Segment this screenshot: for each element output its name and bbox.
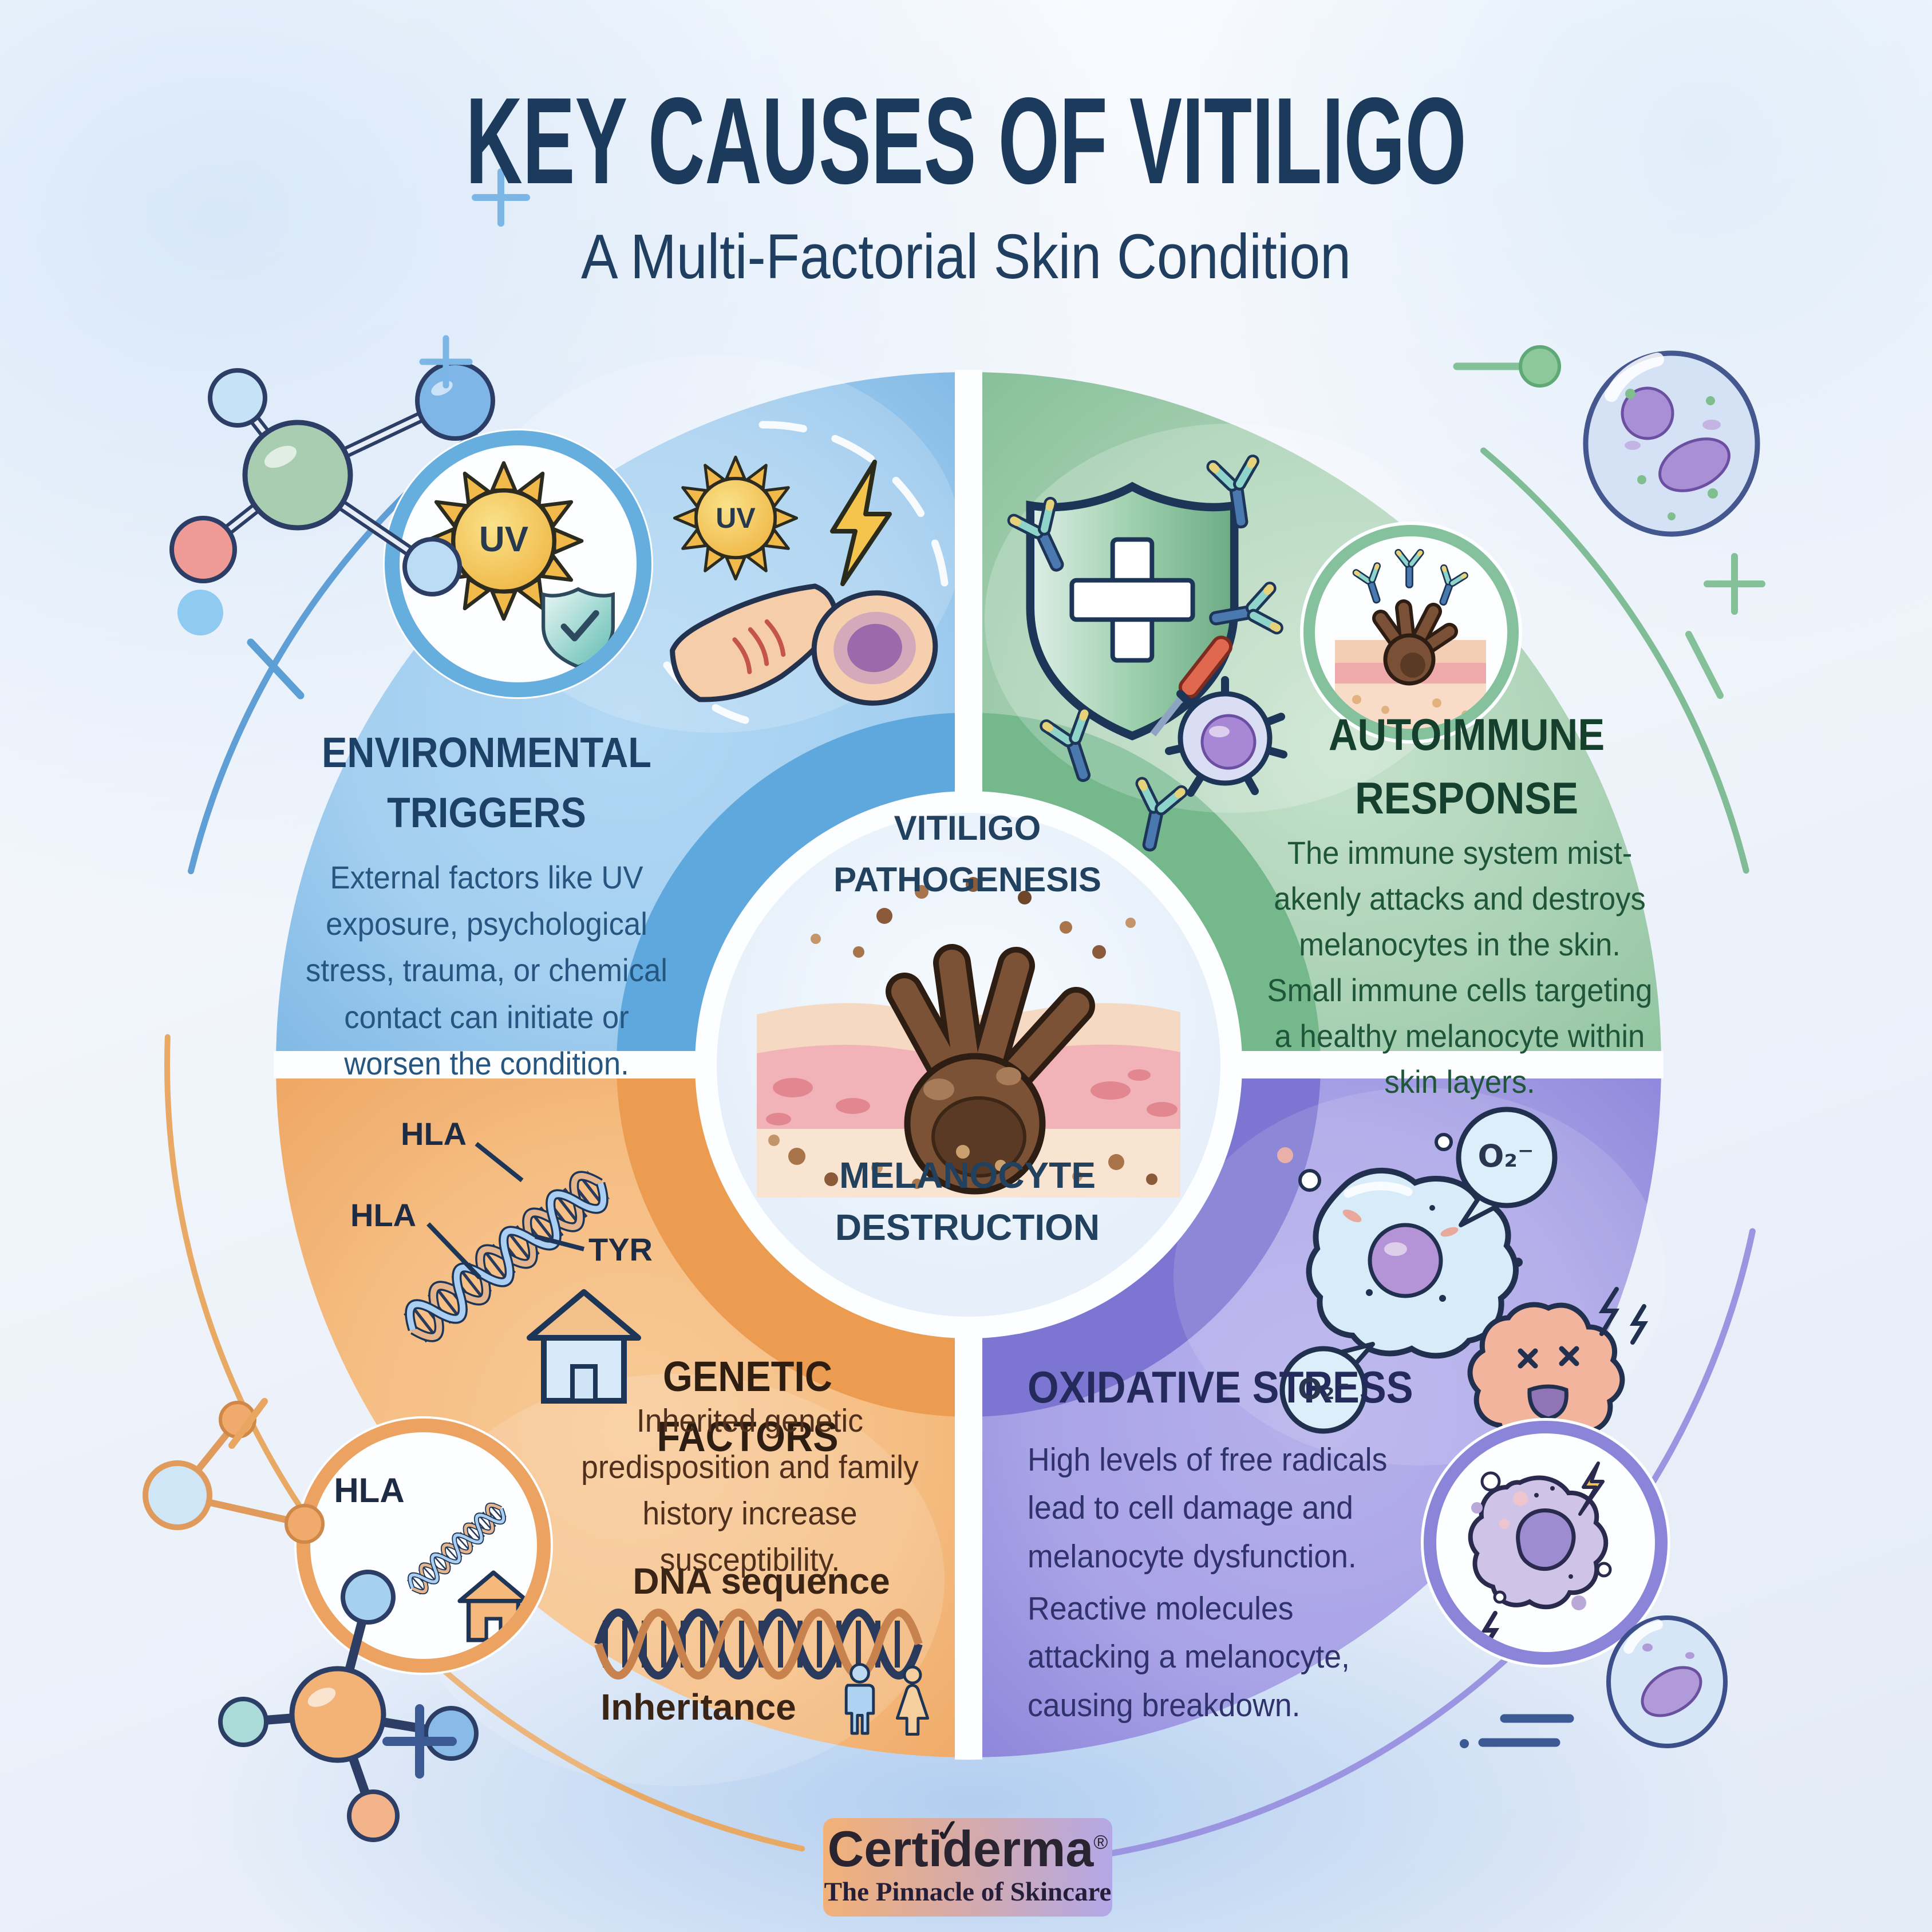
brand-name-text: Certiderma <box>827 1820 1094 1877</box>
genetic-body-line: Inherited genetic <box>636 1402 864 1439</box>
tyr-gene-label: TYR <box>588 1231 653 1267</box>
tyr-pointer-line <box>534 1234 585 1251</box>
environmental-icons <box>383 421 949 724</box>
melanocyte-attack-icon <box>1335 547 1486 729</box>
damaged-cell-icon <box>1468 1461 1612 1651</box>
oxidative-icons <box>1277 1107 1670 1668</box>
genetic-body-line: susceptibility. <box>659 1541 840 1578</box>
house-icon <box>527 1289 641 1404</box>
oxidative-title: OXIDATIVE STRESS <box>1028 1362 1413 1412</box>
environmental-body: External factors like UV exposure, psych… <box>269 854 704 1086</box>
molecule-icon <box>143 1398 325 1544</box>
page-title: KEY CAUSES OF VITILIGO <box>465 72 1467 210</box>
oxidative-body-1: High levels of free radicals lead to cel… <box>1028 1436 1463 1581</box>
genetic-body-line: history increase <box>642 1495 858 1532</box>
autoimmune-body-line: The immune system mist- <box>1287 835 1633 871</box>
oxidative-body-line: attacking a melanocyte, <box>1028 1638 1350 1676</box>
superoxide-bubble-icon <box>1279 1107 1558 1434</box>
brand-logo: Certiderma® ✓ The Pinnacle of Skincare <box>823 1814 1112 1917</box>
page-subtitle: A Multi-Factorial Skin Condition <box>581 222 1351 292</box>
autoimmune-body: The immune system mist- akenly attacks a… <box>1219 830 1700 1105</box>
molecule-icon <box>169 361 495 596</box>
center-top-label: VITILIGO PATHOGENESIS <box>833 809 1101 899</box>
autoimmune-title: AUTOIMMUNE RESPONSE <box>1328 709 1605 823</box>
bruise-patch-icon <box>811 590 938 706</box>
brand-tagline: The Pinnacle of Skincare <box>824 1877 1112 1907</box>
line-decoration <box>247 638 305 700</box>
environmental-body-line: exposure, psychological <box>326 906 647 942</box>
equals-decoration <box>1478 1714 1574 1747</box>
dna-sequence-label: DNA sequence <box>633 1560 890 1602</box>
oxidative-body-2: Reactive molecules attacking a melanocyt… <box>1028 1585 1463 1729</box>
genetic-title: GENETIC FACTORS <box>657 1353 839 1461</box>
dot-decoration <box>177 590 223 635</box>
shield-cross-icon <box>1026 481 1239 741</box>
oxidative-body-line: High levels of free radicals <box>1028 1441 1388 1478</box>
center-bottom-label: MELANOCYTE DESTRUCTION <box>835 1155 1100 1248</box>
oxidative-body-line: melanocyte dysfunction. <box>1028 1538 1357 1575</box>
cell-bubble-icon <box>1583 350 1760 537</box>
hla-gene-label: HLA <box>401 1116 467 1152</box>
oxidative-body-line: lead to cell damage and <box>1028 1490 1353 1527</box>
autoimmune-body-line: akenly attacks and destroys <box>1274 880 1646 917</box>
superoxide-label: O₂⁻ <box>1298 1373 1350 1406</box>
superoxide-label: O₂⁻ <box>1477 1138 1534 1174</box>
plus-icon <box>472 168 530 227</box>
environmental-body-line: stress, trauma, or chemical <box>306 952 667 989</box>
decorations <box>143 168 1765 1842</box>
dot-decoration <box>1460 1739 1469 1748</box>
hla-gene-label: HLA <box>350 1197 417 1233</box>
dot-decoration <box>1519 345 1561 388</box>
genetic-body-line: predisposition and family <box>581 1448 919 1485</box>
plus-icon <box>1704 553 1765 615</box>
genetic-badge <box>297 1419 551 1673</box>
autoimmune-body-line: Small immune cells targeting <box>1267 972 1653 1009</box>
molecule-icon <box>218 1570 479 1842</box>
line-decoration <box>1685 631 1724 699</box>
environmental-body-line: worsen the condition. <box>344 1045 629 1081</box>
uv-label: UV <box>479 520 529 559</box>
autoimmune-icons <box>1004 453 1522 855</box>
check-icon: ✓ <box>934 1813 962 1850</box>
oxidative-body-line: causing breakdown. <box>1028 1686 1301 1724</box>
autoimmune-body-line: melanocytes in the skin. <box>1299 926 1621 963</box>
hla-pointer-line <box>426 1222 481 1279</box>
hla-pointer-line <box>475 1141 524 1183</box>
pigment-dots <box>768 877 1157 1189</box>
hla-badge-label: HLA <box>334 1471 405 1510</box>
uv-label: UV <box>716 502 756 534</box>
environmental-body-line: External factors like UV <box>330 859 643 895</box>
brand-name: Certiderma® ✓ <box>823 1814 1112 1877</box>
inheritance-label: Inheritance <box>600 1686 796 1728</box>
plus-icon <box>419 335 473 389</box>
melanocyte-icon <box>757 877 1180 1198</box>
autoimmune-body-line: a healthy melanocyte within <box>1274 1018 1645 1054</box>
environmental-body-line: contact can initiate or <box>344 998 629 1035</box>
registered-mark: ® <box>1093 1831 1108 1854</box>
plus-icon <box>382 1704 457 1779</box>
autoimmune-body-line: skin layers. <box>1384 1064 1535 1100</box>
genetic-body: Inherited genetic predisposition and fam… <box>567 1398 933 1583</box>
ring-accent-arcs <box>164 260 1773 1870</box>
immune-cell-icon <box>1165 676 1287 797</box>
cell-bubble-icon <box>1606 1615 1728 1748</box>
environmental-title: ENVIRONMENTAL TRIGGERS <box>322 729 651 837</box>
oxidative-body-line: Reactive molecules <box>1028 1590 1294 1627</box>
